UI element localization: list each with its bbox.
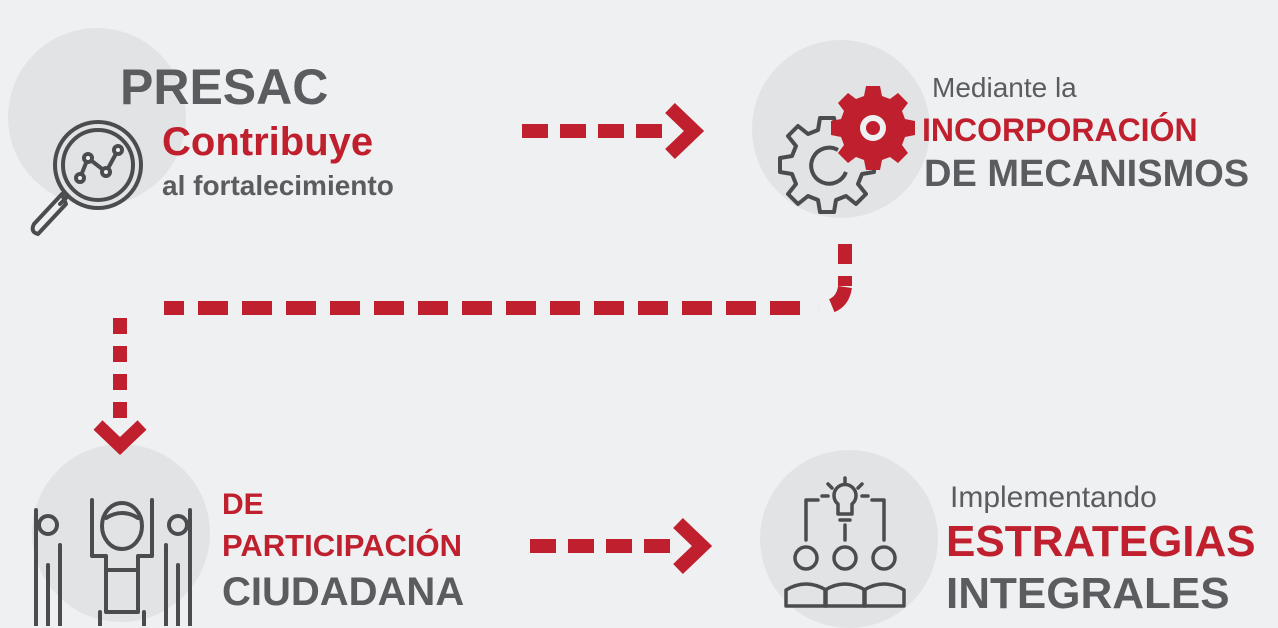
step2-intro: Mediante la: [932, 72, 1077, 103]
step3-title: CIUDADANA: [222, 570, 465, 614]
step3-highlight: PARTICIPACIÓN: [222, 528, 462, 563]
arrow-head-2-icon: [673, 517, 713, 575]
raised-hands-people-icon: [34, 498, 192, 626]
step2-title: DE MECANISMOS: [924, 153, 1250, 195]
step4-circle: [760, 450, 938, 628]
step1-circle: [8, 28, 186, 206]
arrow-head-1-icon: [665, 102, 705, 160]
connector-step2-to-step3: [838, 244, 852, 286]
magnifier-chart-icon: [30, 120, 143, 236]
step1-subtitle: Contribuye: [162, 120, 374, 164]
idea-team-icon: [784, 476, 906, 608]
step4-intro: Implementando: [950, 481, 1157, 514]
arrow-step1-to-step2: [522, 124, 662, 138]
step3-prefix: DE: [222, 488, 264, 521]
gears-icon: [778, 86, 915, 214]
arrow-step3-to-step4: [530, 539, 670, 553]
connector-curve: [817, 285, 852, 315]
step1-description: al fortalecimiento: [162, 170, 394, 201]
step2-highlight: INCORPORACIÓN: [922, 112, 1198, 148]
step4-title: INTEGRALES: [946, 569, 1230, 618]
step4-highlight: ESTRATEGIAS: [946, 517, 1256, 566]
step1-title: PRESAC: [120, 59, 329, 115]
arrow-head-down-icon: [93, 420, 147, 455]
